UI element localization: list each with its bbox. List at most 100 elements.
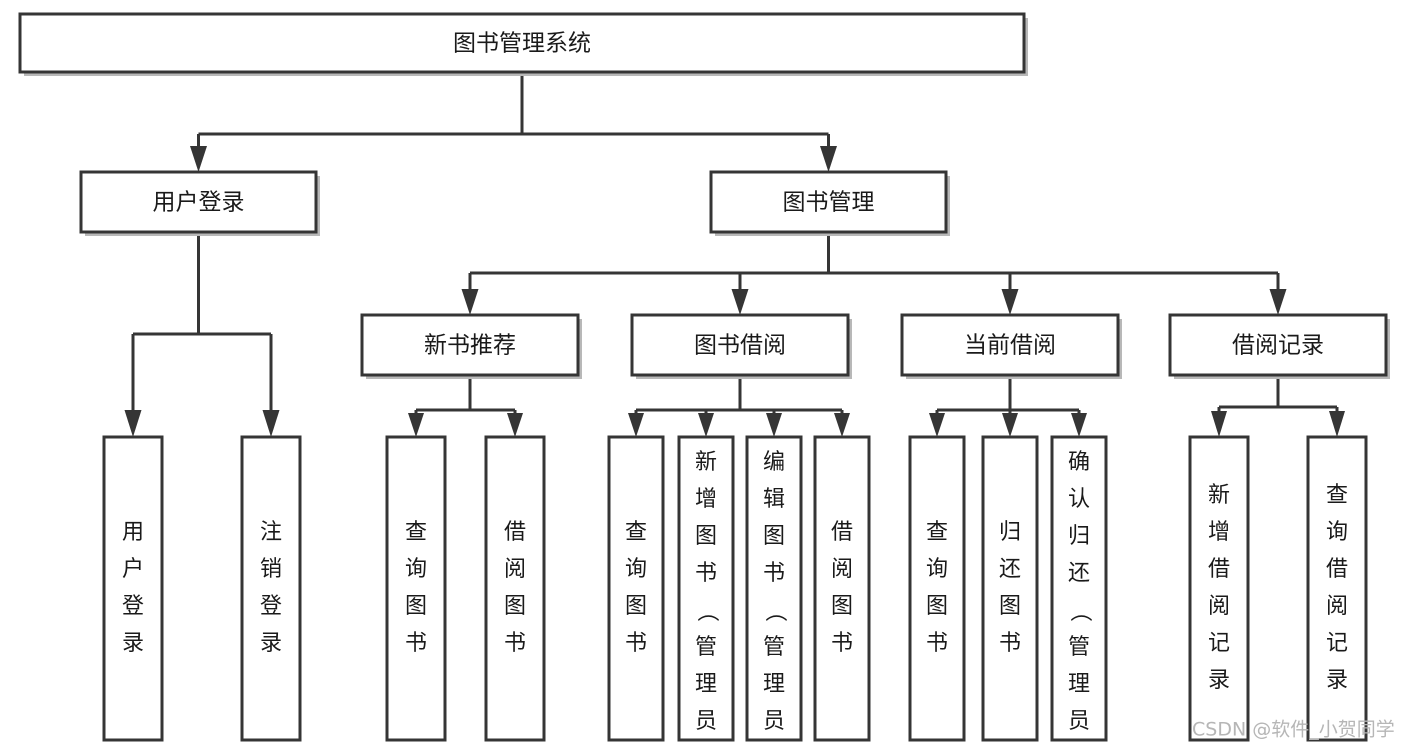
leaf-label-char: 书 [831,631,853,656]
arrow-borrow-to-leaf3 [766,413,782,437]
leaf-label-char: 登 [260,594,282,619]
leaf-label-char: 借 [831,520,853,545]
leaf-label-char: 记 [1326,631,1348,656]
arrow-borrow-to-leaf1 [628,413,644,437]
leaf-label-char: 书 [999,631,1021,656]
csdn-watermark: CSDN @软件_小贺同学 [1192,719,1395,741]
arrow-root-to-user-login [190,146,207,172]
node-borrow-records-box [1168,313,1388,377]
arrow-borrow-to-leaf2 [698,413,714,437]
arrow-new-books-to-leaf1 [408,413,424,437]
leaf-label-char: 书 [405,631,427,656]
leaf-node-box [1188,435,1250,742]
leaf-node-box [1050,435,1108,742]
leaf-label-char: 增 [695,487,717,512]
leaf-label-char: 询 [625,557,647,582]
leaf-label-char: 录 [122,631,144,656]
leaf-label-char: 图 [695,524,717,549]
arrow-new-books-to-leaf2 [507,413,523,437]
node-root-box [18,12,1026,74]
arrow-book-mgmt-to-current [1001,289,1019,315]
leaf-label-char: 辑 [763,487,785,512]
leaf-label-char: 书 [695,561,717,586]
leaf-label-char: 图 [926,594,948,619]
leaf-label-char: 录 [260,631,282,656]
leaf-label-char: 图 [999,594,1021,619]
leaf-node-box [102,435,164,742]
leaf-label-char: 新 [1208,483,1230,508]
leaf-label-char: 归 [999,520,1021,545]
leaf-label-char: 阅 [831,557,853,582]
leaf-label-char: 查 [1326,483,1348,508]
node-root-label: 图书管理系统 [453,31,591,57]
node-book-borrow-label: 图书借阅 [694,333,786,359]
node-user-login[interactable]: 用户登录 [79,170,320,236]
leaf-node-vlabel: 用户登录 [122,520,144,656]
leaf-label-char: 询 [405,557,427,582]
leaf-node-box [813,435,871,742]
leaf-label-char: 管 [695,635,717,660]
leaf-label-char: 录 [1208,668,1230,693]
node-book-borrow-box [630,313,850,377]
node-root[interactable]: 图书管理系统 [18,12,1028,76]
leaf-label-char: 图 [405,594,427,619]
arrow-book-mgmt-to-records [1269,289,1287,315]
arrow-root-to-book-mgmt [820,146,837,172]
leaf-node-box [607,435,665,742]
node-current-borrow-label: 当前借阅 [964,333,1056,359]
leaf-label-char: 确 [1068,450,1090,475]
leaf-label-char: 询 [926,557,948,582]
node-user-login-label: 用户登录 [153,190,245,216]
arrow-book-mgmt-to-new-books [461,289,479,315]
node-book-borrow[interactable]: 图书借阅 [630,313,852,379]
leaf-label-char: 图 [831,594,853,619]
leaf-node-box [677,435,735,742]
node-borrow-records-label: 借阅记录 [1232,333,1324,359]
leaf-label-char: 户 [122,557,144,582]
edge-layer [124,72,1345,437]
node-book-management[interactable]: 图书管理 [709,170,950,236]
arrow-book-mgmt-to-borrow [731,289,749,315]
arrow-user-login-to-leaf1 [124,410,142,437]
node-new-book-recommend[interactable]: 新书推荐 [360,313,582,379]
node-new-book-recommend-box [360,313,580,377]
leaf-label-char: 图 [504,594,526,619]
leaf-label-char: 图 [625,594,647,619]
leaf-node[interactable]: 用户登录 [102,435,164,742]
leaf-label-char: 借 [504,520,526,545]
arrow-records-to-leaf2 [1329,411,1345,437]
node-borrow-records[interactable]: 借阅记录 [1168,313,1390,379]
leaf-label-char: 询 [1326,520,1348,545]
leaf-label-char: 增 [1208,520,1230,545]
leaf-label-char: 员 [695,709,717,734]
node-current-borrow[interactable]: 当前借阅 [900,313,1122,379]
leaf-label-char: 录 [1326,668,1348,693]
leaf-label-char: 书 [763,561,785,586]
leaf-label-char: 登 [122,594,144,619]
leaf-label-char: 理 [695,672,717,697]
leaf-label-char: 归 [1068,524,1090,549]
leaf-node-box [385,435,447,742]
leaf-label-char: 管 [763,635,785,660]
